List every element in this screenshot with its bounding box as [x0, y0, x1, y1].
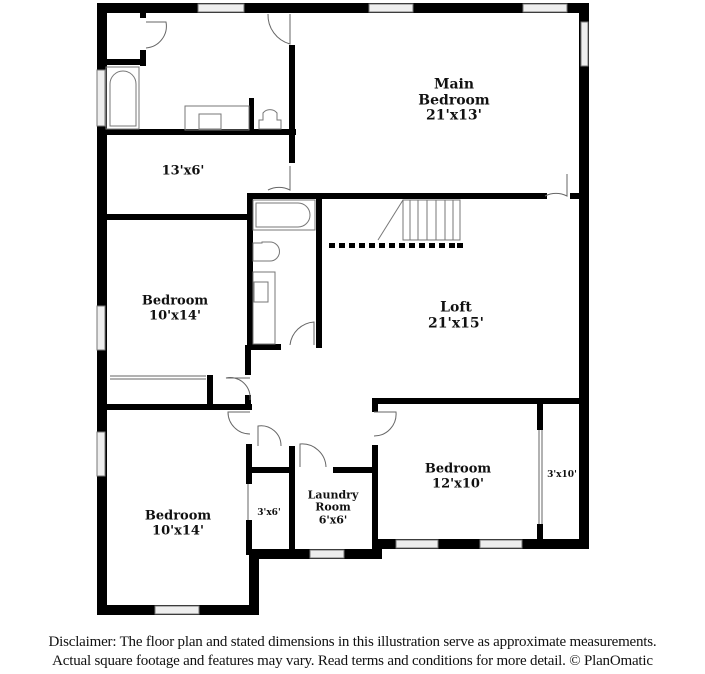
railing-icon [329, 243, 463, 248]
room-name: Bedroom [418, 92, 490, 109]
bathtub-icon [252, 199, 316, 231]
room-dimensions: 10'x14' [152, 523, 204, 538]
windows [96, 3, 589, 615]
fixtures [105, 66, 461, 345]
room-label-hall-13x6: 13'x6' [161, 163, 205, 180]
room-label-main-bedroom: Main Bedroom 21'x13' [418, 77, 489, 124]
room-dimensions: 6'x6' [318, 513, 348, 527]
room-dimensions: 21'x15' [428, 315, 484, 331]
toilet-icon [258, 109, 282, 130]
bathtub-icon [105, 66, 140, 130]
room-name: Loft [440, 299, 472, 316]
room-label-closet-3x10: 3'x10' [547, 470, 577, 480]
room-label-laundry-room: Laundry Room 6'x6' [307, 488, 359, 527]
room-dimensions: 10'x14' [149, 308, 201, 323]
room-name: Room [315, 500, 351, 514]
sink-icon [184, 105, 250, 131]
room-name: Main [433, 76, 475, 93]
room-label-loft: Loft 21'x15' [428, 300, 484, 331]
disclaimer-line-1: Disclaimer: The floor plan and stated di… [48, 634, 657, 650]
staircase-icon [377, 199, 461, 241]
room-name: Laundry [307, 488, 359, 502]
disclaimer-line-2: Actual square footage and features may v… [52, 653, 653, 669]
room-dimensions: 13'x6' [161, 163, 205, 179]
room-name: Bedroom [144, 508, 212, 524]
room-name: Bedroom [141, 293, 209, 309]
room-label-bedroom-lower-left: Bedroom 10'x14' [145, 509, 211, 538]
room-name: Bedroom [424, 461, 492, 477]
room-label-closet-3x6: 3'x6' [257, 508, 280, 518]
sink-icon [252, 271, 276, 345]
room-dimensions: 12'x10' [432, 476, 484, 491]
toilet-icon [252, 241, 280, 262]
disclaimer: Disclaimer: The floor plan and stated di… [0, 633, 705, 671]
floor-plan-drawing [96, 3, 589, 615]
floor-plan: Main Bedroom 21'x13' 13'x6' Bedroom 10'x… [96, 3, 589, 615]
room-dimensions: 3'x6' [257, 507, 281, 518]
room-dimensions: 21'x13' [426, 107, 482, 124]
room-label-bedroom-lower-right: Bedroom 12'x10' [425, 462, 491, 491]
room-dimensions: 3'x10' [547, 469, 577, 480]
room-label-bedroom-upper-left: Bedroom 10'x14' [142, 294, 208, 323]
doors [110, 13, 568, 524]
